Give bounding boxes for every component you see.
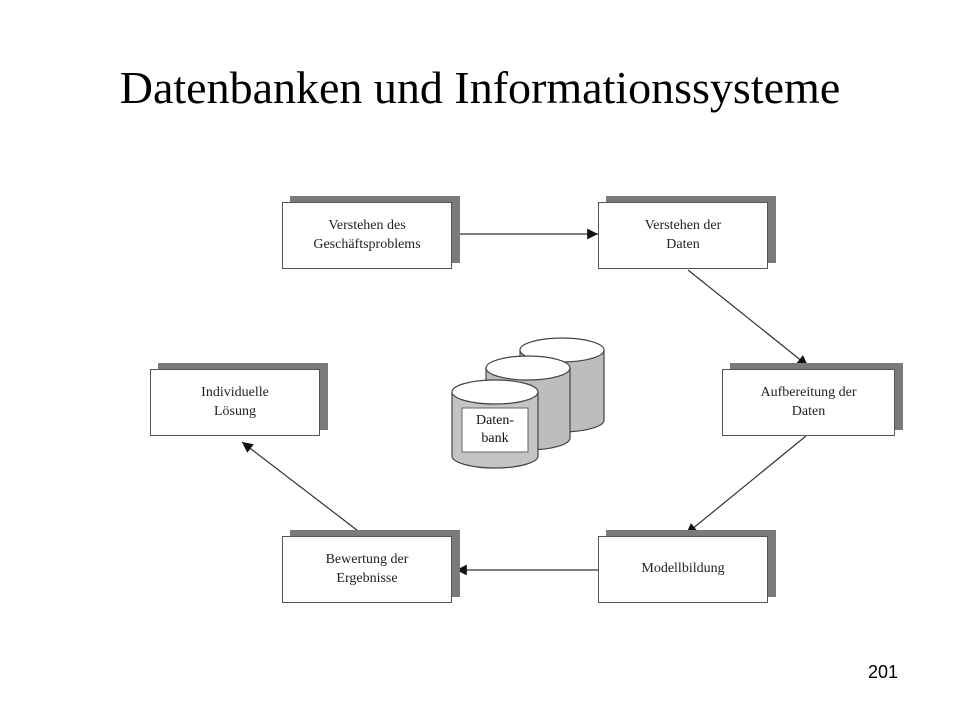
page-title: Datenbanken und Informationssysteme <box>119 62 841 113</box>
node-business-understanding: Verstehen des Geschäftsproblems <box>282 202 452 269</box>
page-number: 201 <box>867 662 898 682</box>
node-data-preparation: Aufbereitung der Daten <box>722 369 895 436</box>
node-individual-solution: Individuelle Lösung <box>150 369 320 436</box>
database-icon <box>451 337 605 469</box>
database-label: Daten- bank <box>475 413 515 447</box>
node-modeling: Modellbildung <box>598 536 768 603</box>
node-data-understanding: Verstehen der Daten <box>598 202 768 269</box>
node-evaluation: Bewertung der Ergebnisse <box>282 536 452 603</box>
arrow-preparation-to-modeling <box>685 435 807 535</box>
arrow-evaluation-to-solution <box>241 441 363 535</box>
arrow-data-to-preparation <box>687 269 809 367</box>
